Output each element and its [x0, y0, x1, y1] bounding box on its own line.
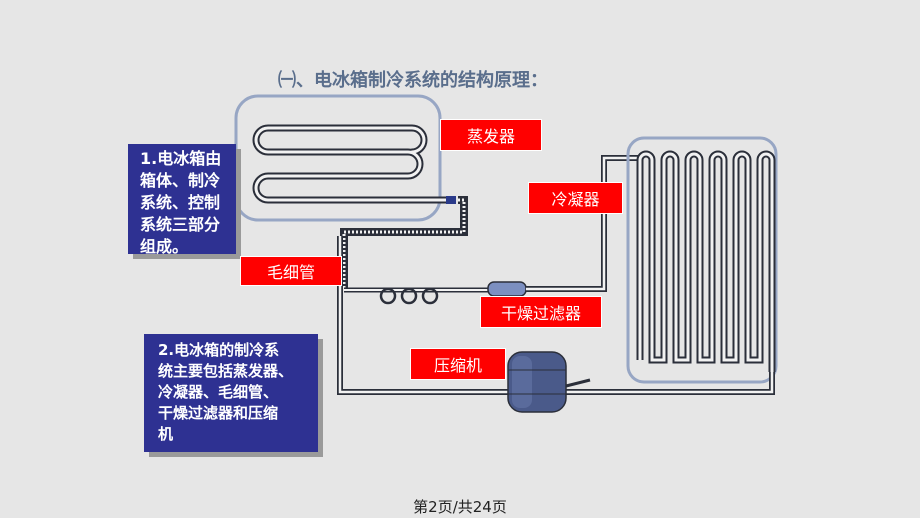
compressor-body	[507, 351, 567, 413]
capillary-coil	[340, 196, 468, 288]
note-line: 机	[158, 425, 174, 443]
label-capillary: 毛细管	[240, 256, 342, 286]
label-condenser: 冷凝器	[528, 182, 623, 214]
capillary-loop	[421, 287, 439, 305]
page-indicator: 第2页/共24页	[413, 498, 507, 516]
condenser-inlet-line	[526, 155, 640, 292]
capillary-loop	[400, 287, 418, 305]
evaporator-fitting	[446, 196, 456, 204]
note-line: 系统、控制	[140, 193, 221, 212]
slide-title: ㈠、电冰箱制冷系统的结构原理：	[278, 70, 548, 91]
note-line: 统主要包括蒸发器、	[158, 362, 294, 380]
capillary-loop	[379, 287, 397, 305]
note-line: 系统三部分	[140, 215, 221, 234]
note-line: 冷凝器、毛细管、	[158, 383, 279, 401]
label-evaporator: 蒸发器	[440, 119, 542, 151]
label-filter-drier: 干燥过滤器	[480, 296, 602, 328]
evaporator-housing	[234, 94, 442, 222]
note-refrigeration-parts: 2.电冰箱的制冷系 统主要包括蒸发器、 冷凝器、毛细管、 干燥过滤器和压缩 机	[144, 334, 318, 452]
note-system-composition: 1.电冰箱由 箱体、制冷 系统、控制 系统三部分 组成。	[128, 144, 236, 256]
condenser-coil	[636, 150, 776, 372]
note-line: 组成。	[140, 237, 189, 256]
filter-drier	[487, 281, 527, 297]
label-compressor: 压缩机	[410, 348, 506, 380]
note-line: 2.电冰箱的制冷系	[158, 341, 280, 359]
note-line: 干燥过滤器和压缩	[158, 404, 279, 422]
note-line: 1.电冰箱由	[140, 149, 222, 168]
condenser-housing	[626, 136, 778, 384]
note-line: 箱体、制冷	[140, 171, 221, 190]
